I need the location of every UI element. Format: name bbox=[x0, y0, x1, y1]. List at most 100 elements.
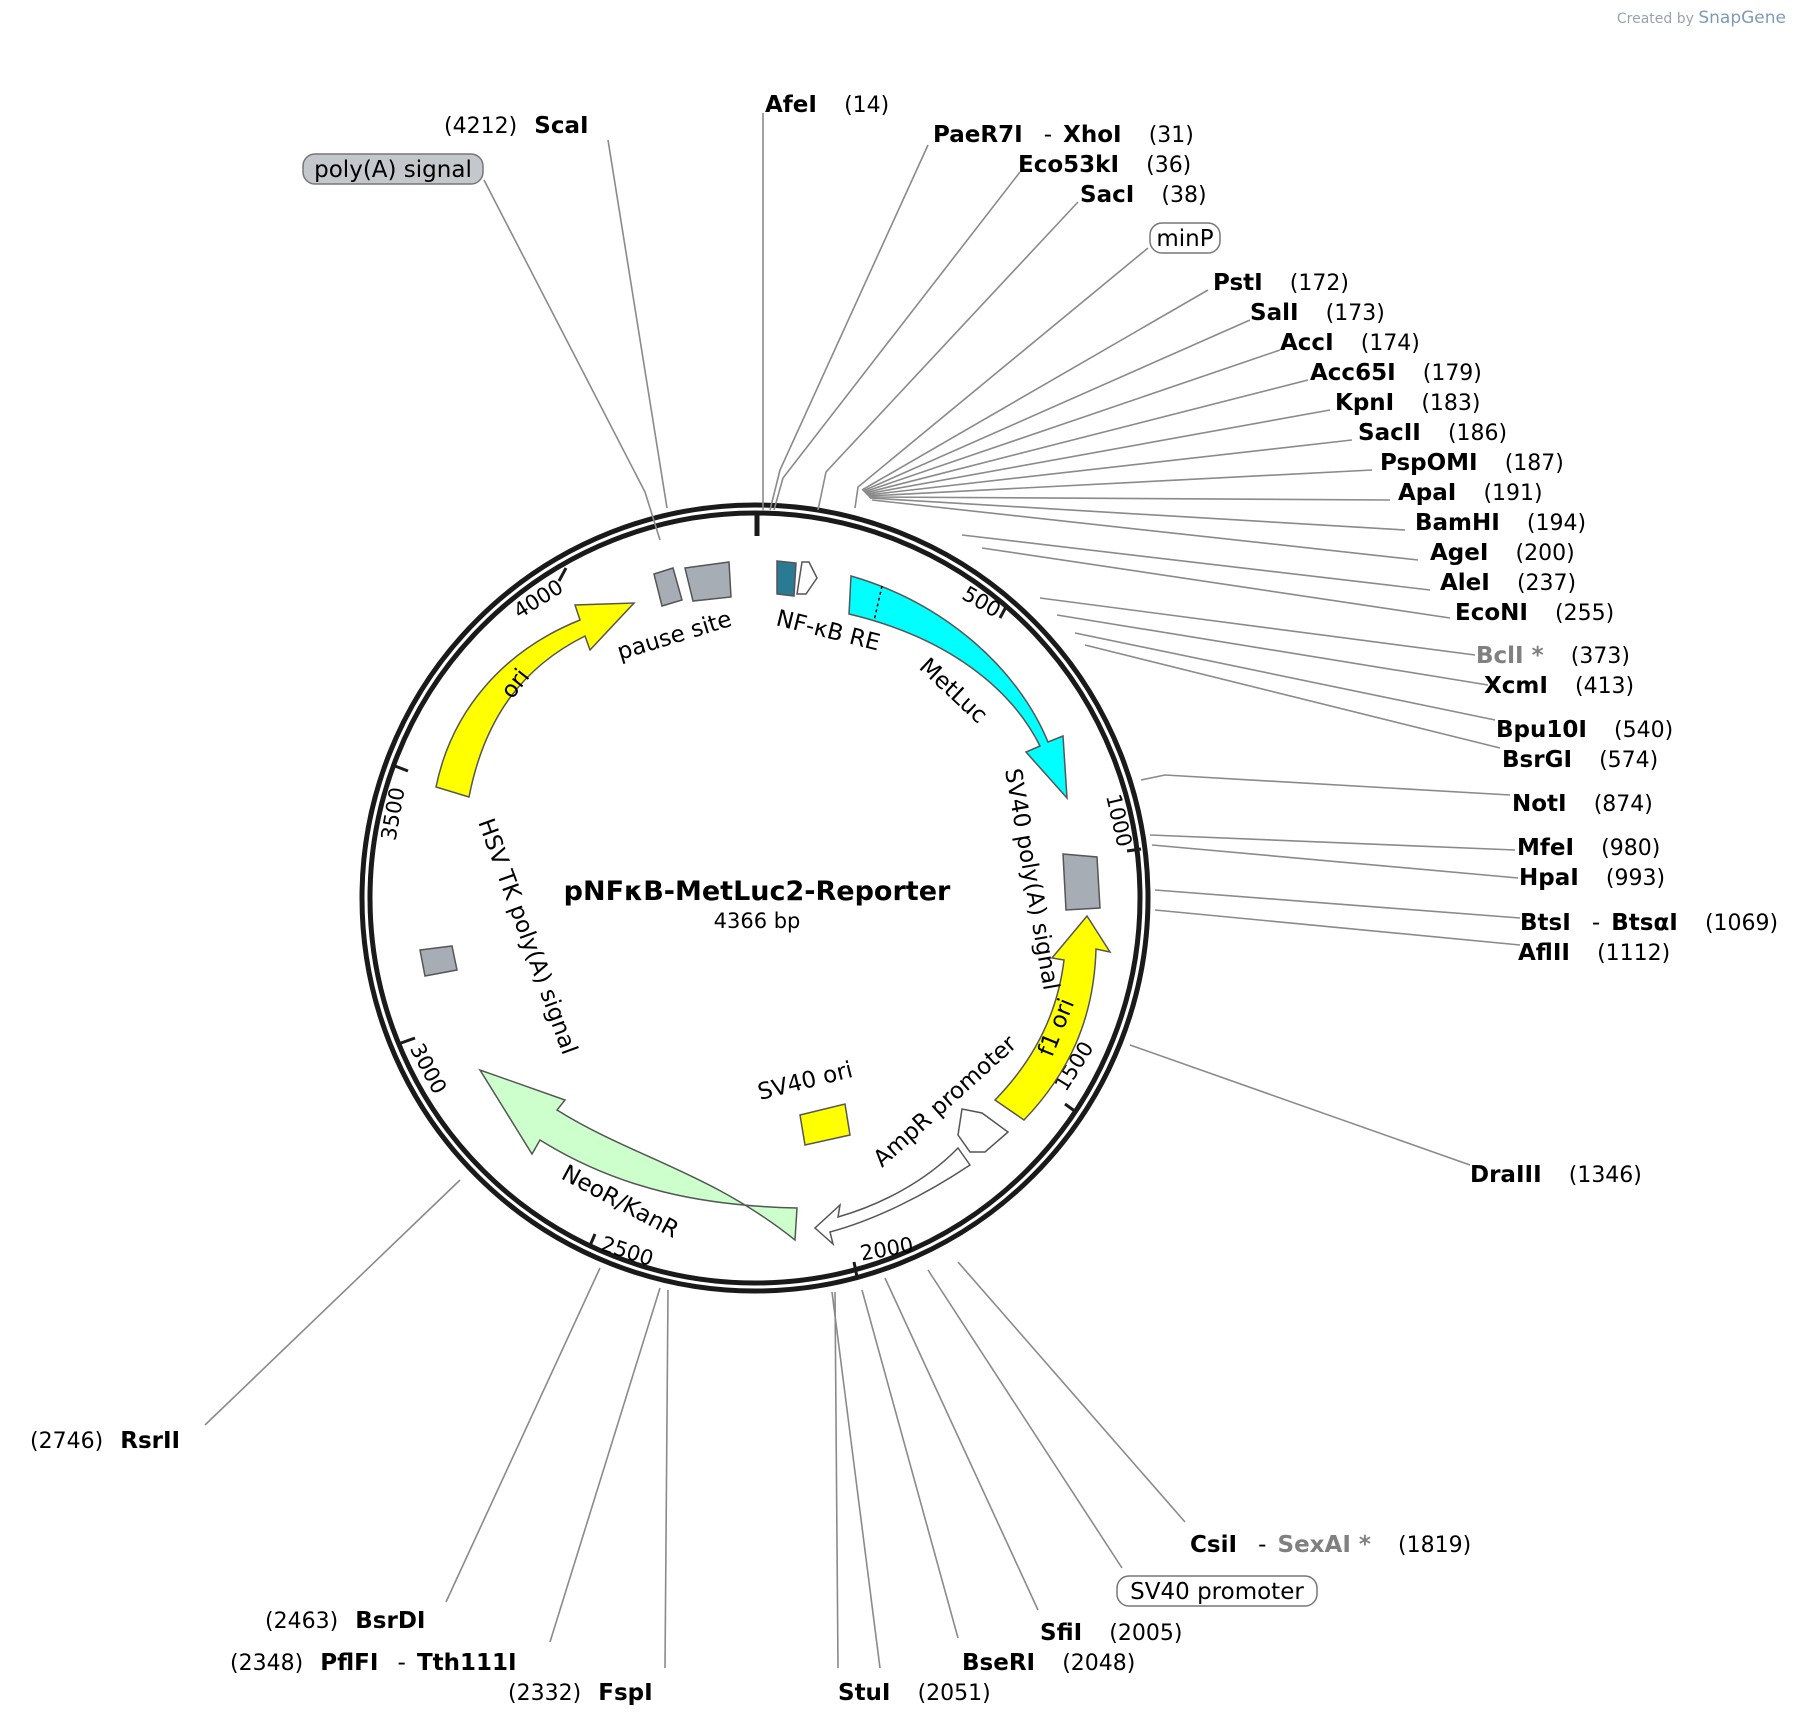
site-sali-pos: (173) bbox=[1326, 301, 1385, 326]
site-mfei-name: MfeI bbox=[1517, 835, 1574, 861]
leader-acc65i bbox=[864, 379, 1309, 494]
site-agei-pos: (200) bbox=[1516, 541, 1575, 566]
site-bcli: BclI * (373) bbox=[1476, 643, 1630, 669]
tick-label-1000: 1000 bbox=[1101, 792, 1136, 849]
snapgene-credit: Created by SnapGene bbox=[1617, 8, 1786, 28]
site-saci-pos: (38) bbox=[1161, 183, 1206, 208]
site-alei-pos: (237) bbox=[1517, 571, 1576, 596]
site-paer7i-name: PaeR7I bbox=[933, 122, 1023, 148]
site-fspi-pos: (2332) bbox=[508, 1681, 581, 1706]
site-pflfi-dash: - bbox=[398, 1650, 406, 1676]
leader-sali bbox=[862, 319, 1251, 492]
site-bseri: BseRI (2048) bbox=[962, 1650, 1135, 1676]
site-scai-pos: (4212) bbox=[444, 114, 517, 139]
site-btsi: BtsI - BtsαI (1069) bbox=[1520, 910, 1778, 936]
pause-site-feature bbox=[684, 561, 732, 602]
site-saci-name: SacI bbox=[1080, 182, 1134, 208]
site-fspi-name: FspI bbox=[598, 1680, 652, 1706]
site-bcli-name: BclI * bbox=[1476, 643, 1544, 669]
site-saci: SacI (38) bbox=[1080, 182, 1207, 208]
neor-kanr-feature bbox=[478, 1068, 798, 1242]
tick-label-2500: 2500 bbox=[598, 1232, 656, 1271]
sv40-promoter-box-label: SV40 promoter bbox=[1130, 1579, 1304, 1605]
leader-sfii bbox=[884, 1277, 1039, 1611]
site-econi-name: EcoNI bbox=[1455, 600, 1528, 626]
features bbox=[419, 560, 1112, 1247]
site-apai: ApaI (191) bbox=[1398, 480, 1543, 506]
site-acci-pos: (174) bbox=[1361, 331, 1420, 356]
site-bamhi-pos: (194) bbox=[1527, 511, 1586, 536]
site-kpni: KpnI (183) bbox=[1335, 390, 1480, 416]
site-alei-name: AleI bbox=[1440, 570, 1490, 596]
site-sfii-name: SfiI bbox=[1040, 1620, 1082, 1646]
site-draiii-pos: (1346) bbox=[1569, 1163, 1642, 1188]
site-bseri-name: BseRI bbox=[962, 1650, 1035, 1676]
tick-marks bbox=[394, 512, 1142, 1278]
site-alei: AleI (237) bbox=[1440, 570, 1576, 596]
leader-eco53ki bbox=[773, 171, 1021, 511]
leader-acci bbox=[863, 349, 1281, 493]
ampr-promoter-feature bbox=[957, 1108, 1010, 1153]
pause-site-label: pause site bbox=[614, 606, 735, 665]
site-pflfi: (2348) PflFI - Tth111I bbox=[230, 1650, 517, 1676]
site-paer7i: PaeR7I - XhoI (31) bbox=[933, 122, 1194, 148]
site-csii-dash: - bbox=[1258, 1532, 1266, 1558]
site-kpni-pos: (183) bbox=[1421, 391, 1480, 416]
site-acci-name: AccI bbox=[1280, 330, 1334, 356]
site-fspi: (2332) FspI bbox=[508, 1680, 653, 1706]
site-bsrgi-pos: (574) bbox=[1599, 748, 1658, 773]
site-hpai: HpaI (993) bbox=[1519, 865, 1665, 891]
site-noti: NotI (874) bbox=[1512, 791, 1653, 817]
site-csii-name2: SexAI * bbox=[1278, 1532, 1371, 1558]
site-bsrdi: (2463) BsrDI bbox=[265, 1608, 425, 1634]
leader-apai bbox=[868, 496, 1391, 501]
tick-500 bbox=[998, 604, 1009, 619]
minp-feature bbox=[796, 561, 818, 595]
leader-hpai bbox=[1151, 844, 1519, 879]
polya-signal-feature bbox=[653, 567, 683, 607]
site-aflii-name: AflII bbox=[1518, 940, 1570, 966]
site-bpu10i-pos: (540) bbox=[1614, 718, 1673, 743]
leader-agei bbox=[871, 499, 1419, 561]
leader-pspomi bbox=[867, 469, 1373, 497]
site-eco53ki-pos: (36) bbox=[1146, 153, 1191, 178]
leader-stui bbox=[834, 1291, 839, 1669]
leader-xcmi bbox=[1056, 614, 1489, 686]
leader-paer7i bbox=[769, 144, 929, 511]
site-rsrii-pos: (2746) bbox=[30, 1429, 103, 1454]
site-afei-name: AfeI bbox=[765, 92, 817, 118]
site-bpu10i: Bpu10I (540) bbox=[1496, 717, 1673, 743]
hsv-tk-polya-feature bbox=[419, 945, 458, 977]
leader-btsi bbox=[1154, 889, 1521, 919]
site-pspomi: PspOMI (187) bbox=[1380, 450, 1564, 476]
site-csii-name: CsiI bbox=[1190, 1532, 1237, 1558]
f1-ori-feature bbox=[993, 914, 1112, 1121]
site-xcmi: XcmI (413) bbox=[1484, 673, 1634, 699]
site-pflfi-pos: (2348) bbox=[230, 1651, 303, 1676]
site-bsrgi: BsrGI (574) bbox=[1502, 747, 1658, 773]
site-paer7i-dash: - bbox=[1044, 122, 1052, 148]
site-apai-pos: (191) bbox=[1483, 481, 1542, 506]
boxed-labels: poly(A) signal minP SV40 promoter bbox=[302, 153, 1318, 1607]
leader-polya-signal bbox=[483, 179, 661, 541]
site-acci: AccI (174) bbox=[1280, 330, 1420, 356]
site-afei: AfeI (14) bbox=[765, 92, 889, 118]
site-rsrii: (2746) RsrII bbox=[30, 1428, 180, 1454]
site-aflii-pos: (1112) bbox=[1597, 941, 1670, 966]
site-scai: (4212) ScaI bbox=[444, 113, 589, 139]
leader-bpu10i bbox=[1074, 632, 1496, 721]
site-agei-name: AgeI bbox=[1430, 540, 1488, 566]
tick-3500 bbox=[394, 764, 409, 773]
site-csii-pos: (1819) bbox=[1398, 1533, 1471, 1558]
site-sfii-pos: (2005) bbox=[1109, 1621, 1182, 1646]
site-bsrgi-name: BsrGI bbox=[1502, 747, 1572, 773]
site-btsi-name: BtsI bbox=[1520, 910, 1571, 936]
ori-feature bbox=[435, 602, 636, 798]
site-bseri-pos: (2048) bbox=[1062, 1651, 1135, 1676]
site-eco53ki: Eco53kI (36) bbox=[1018, 152, 1191, 178]
nfkb-re-feature bbox=[776, 560, 797, 597]
tick-1500 bbox=[1064, 1102, 1077, 1114]
site-xcmi-name: XcmI bbox=[1484, 673, 1548, 699]
site-bamhi: BamHI (194) bbox=[1415, 510, 1586, 536]
